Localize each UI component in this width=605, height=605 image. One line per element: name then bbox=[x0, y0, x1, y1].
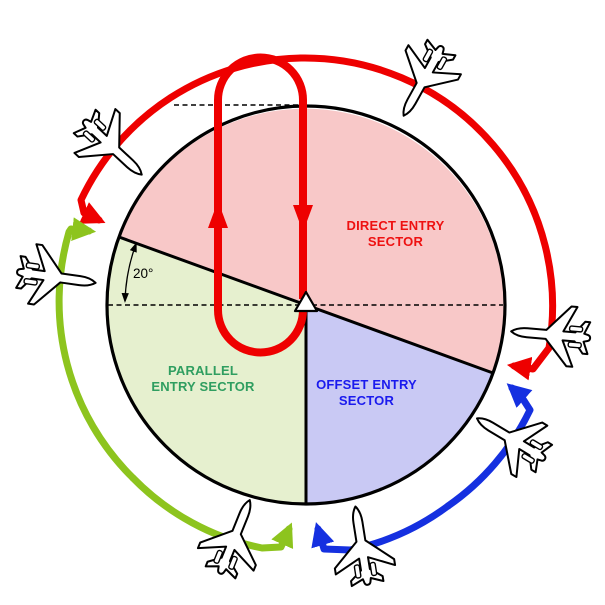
racetrack-down-arrowhead bbox=[293, 205, 313, 232]
direct-entry-range-arrow-right bbox=[297, 54, 557, 381]
offset-entry-range-arrow-bottom bbox=[311, 502, 452, 554]
angle-20-label: 20° bbox=[133, 266, 154, 281]
direct-entry-range-arrow-left bbox=[77, 54, 305, 224]
angle-20-arc bbox=[121, 242, 137, 303]
offset-entry-sector-region bbox=[306, 305, 493, 504]
parallel-entry-sector-label: PARALLEL ENTRY SECTOR bbox=[151, 363, 255, 394]
aircraft-icon-top-right bbox=[376, 30, 470, 132]
racetrack-up-arrowhead bbox=[208, 201, 228, 228]
aircraft-icon-bottom-left bbox=[191, 487, 279, 586]
parallel-entry-range-arrow-top bbox=[55, 217, 137, 482]
holding-fix-triangle bbox=[293, 290, 319, 313]
parallel-entry-range-arrow-bottom bbox=[129, 474, 294, 552]
offset-entry-sector-label: OFFSET ENTRY SECTOR bbox=[316, 377, 417, 408]
direct-entry-sector-label: DIRECT ENTRY SECTOR bbox=[346, 218, 445, 249]
aircraft-icon-bottom bbox=[324, 500, 399, 591]
parallel-entry-sector-region bbox=[107, 237, 306, 504]
offset-entry-range-arrow-right bbox=[444, 383, 534, 510]
